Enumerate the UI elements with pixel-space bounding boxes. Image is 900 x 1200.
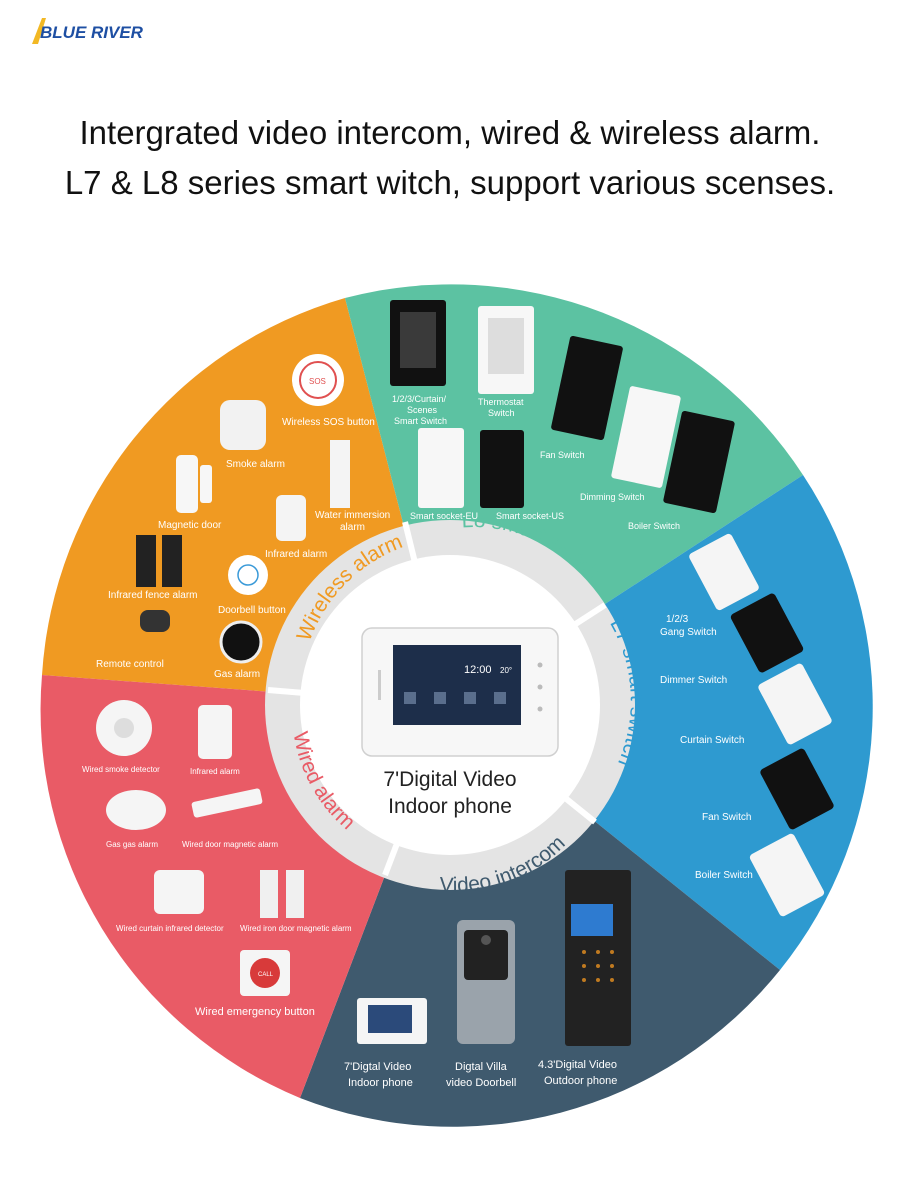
smoke-alarm-image [220, 400, 266, 450]
center-caption: 7'Digital Video Indoor phone [345, 766, 555, 820]
indoor-phone-screen [393, 645, 521, 725]
wired-curtain-detector-image [154, 870, 204, 914]
gas-detector-image [106, 790, 166, 830]
item-l8-fan-switch: Fan Switch [540, 450, 585, 460]
item-infrared-fence-alarm: Infrared fence alarm [108, 590, 198, 601]
item-l7-gang-line2: Gang Switch [660, 627, 717, 638]
wired-infrared-alarm-image [198, 705, 232, 759]
wired-iron-door-image [260, 870, 278, 918]
l7-boiler-switch-image [749, 833, 825, 917]
infrared-alarm-image [276, 495, 306, 541]
item-doorbell-button: Doorbell button [218, 605, 286, 616]
water-immersion-image [330, 440, 350, 508]
item-gas-gas-alarm: Gas gas alarm [106, 840, 158, 849]
center-caption-line-1: 7'Digital Video [383, 768, 517, 791]
item-l8-thermostat-line2: Switch [488, 408, 515, 418]
magnetic-door-image [176, 455, 198, 513]
item-wired-infrared-alarm: Infrared alarm [190, 767, 240, 776]
call-text: CALL [258, 972, 274, 978]
item-l8-dimming-switch: Dimming Switch [580, 492, 645, 502]
infrared-fence-image [136, 535, 156, 587]
l7-fan-switch-image [760, 748, 834, 830]
item-wired-iron-door-magnetic-alarm: Wired iron door magnetic alarm [240, 924, 352, 933]
l7-dimmer-switch-image [730, 593, 804, 673]
item-wired-curtain-infrared-detector: Wired curtain infrared detector [116, 924, 224, 933]
l7-curtain-switch-image [758, 663, 832, 745]
item-l7-dimmer-switch: Dimmer Switch [660, 675, 727, 686]
l8-fan-switch-image [551, 335, 623, 441]
item-l7-gang-line1: 1/2/3 [666, 614, 689, 625]
item-wired-door-magnetic-alarm: Wired door magnetic alarm [182, 840, 278, 849]
item-magnetic-door: Magnetic door [158, 520, 222, 531]
item-gas-alarm: Gas alarm [214, 669, 260, 680]
item-l8-scenes-line3: Smart Switch [394, 416, 447, 426]
item-infrared-alarm: Infrared alarm [265, 549, 327, 560]
item-l8-scenes-line2: Scenes [407, 405, 438, 415]
item-l8-socket-us: Smart socket-US [496, 511, 564, 521]
center-caption-line-2: Indoor phone [388, 795, 512, 818]
headline-line-2: L7 & L8 series smart witch, support vari… [64, 164, 836, 201]
screen-temp: 20° [500, 666, 512, 675]
item-l7-fan-switch: Fan Switch [702, 812, 751, 823]
l7-gang-switch-image [689, 533, 759, 611]
item-wired-emergency-button: Wired emergency button [195, 1006, 315, 1018]
l8-boiler-switch-image [663, 410, 735, 514]
l8-socket-us-image [480, 430, 524, 508]
doorbell-button-image [228, 555, 268, 595]
l8-dimming-switch-image [611, 386, 681, 488]
indoor-phone-image: 12:00 20° [361, 627, 559, 757]
product-wheel: Wireless alarm L8 smart switch L7 smart … [40, 284, 873, 1127]
item-video-indoor-line2: Indoor phone [348, 1077, 413, 1089]
item-l7-boiler-switch: Boiler Switch [695, 870, 753, 881]
logo-swoosh-icon [32, 18, 46, 44]
remote-control-image [140, 610, 170, 632]
item-video-outdoor-line1: 4.3'Digital Video [538, 1059, 617, 1071]
gas-alarm-image [219, 620, 263, 664]
item-l8-scenes-line1: 1/2/3/Curtain/ [392, 394, 447, 404]
sos-text: SOS [309, 377, 326, 386]
item-wired-smoke-detector: Wired smoke detector [82, 765, 160, 774]
item-video-doorbell-line1: Digtal Villa [455, 1061, 508, 1073]
item-video-doorbell-line2: video Doorbell [446, 1077, 516, 1089]
item-l7-curtain-switch: Curtain Switch [680, 735, 744, 746]
headline-line-1: Intergrated video intercom, wired & wire… [79, 114, 821, 151]
item-video-outdoor-line2: Outdoor phone [544, 1075, 617, 1087]
headline: Intergrated video intercom, wired & wire… [0, 108, 900, 208]
wired-door-magnetic-image [191, 788, 263, 818]
brand-logo: BLUE RIVER [32, 18, 144, 44]
item-water-immersion: Water immersion [315, 510, 390, 521]
video-outdoor-phone-image [565, 870, 631, 1046]
item-video-indoor-line1: 7'Digtal Video [344, 1061, 411, 1073]
item-water-immersion-alarm: alarm [340, 522, 365, 533]
screen-time: 12:00 [464, 664, 492, 676]
item-l8-socket-eu: Smart socket-EU [410, 511, 478, 521]
logo-text: BLUE RIVER [40, 23, 144, 42]
item-smoke-alarm: Smoke alarm [226, 459, 285, 470]
l8-socket-eu-image [418, 428, 464, 508]
item-l8-boiler-switch: Boiler Switch [628, 521, 680, 531]
item-l8-thermostat-line1: Thermostat [478, 397, 524, 407]
item-wireless-sos-button: Wireless SOS button [282, 417, 375, 428]
item-remote-control: Remote control [96, 659, 164, 670]
